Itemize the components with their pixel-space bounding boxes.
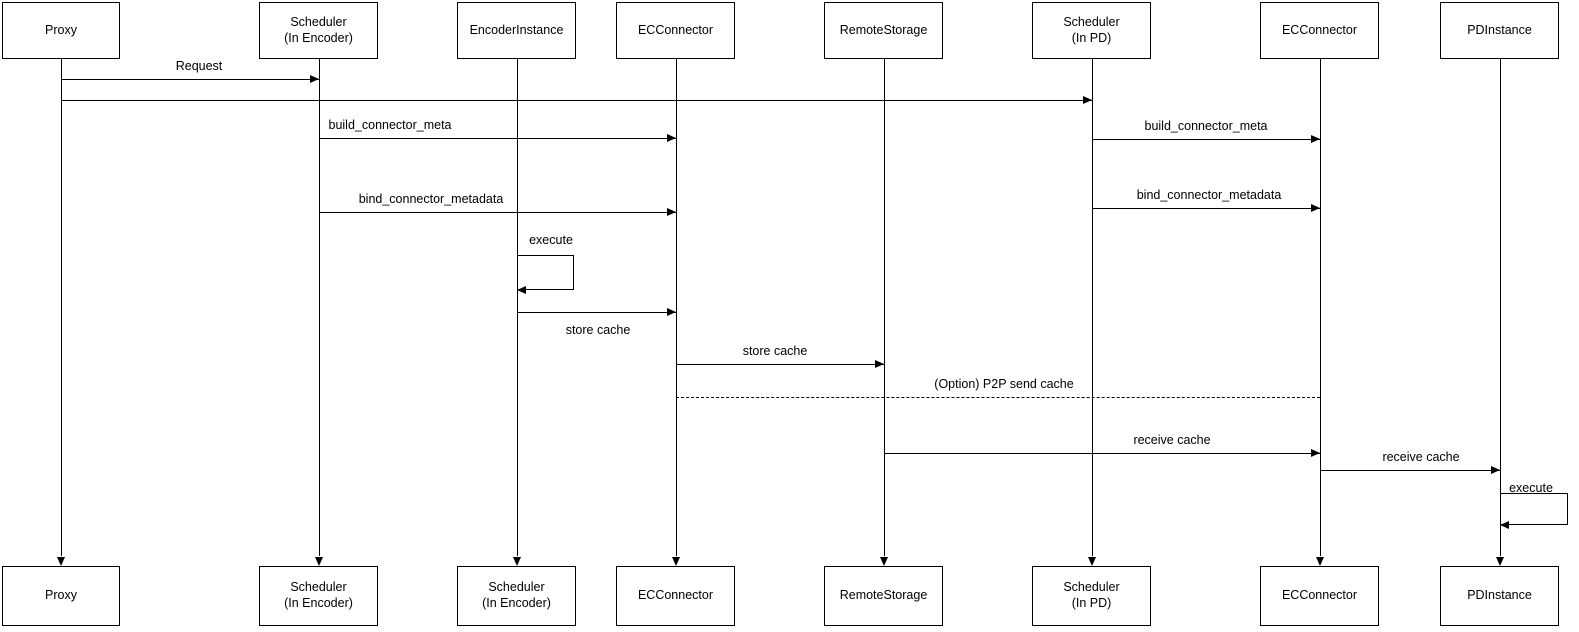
lifeline-remote: [884, 59, 885, 556]
participant-footer-box-sched_enc_f2[interactable]: Scheduler (In Encoder): [457, 566, 576, 626]
participant-box-pd_inst[interactable]: PDInstance: [1440, 2, 1559, 59]
lifeline-end-arrow-remote_f: [879, 557, 888, 566]
lifeline-proxy: [61, 59, 62, 556]
message-line-m10[interactable]: [884, 453, 1320, 454]
participant-box-encoder_inst[interactable]: EncoderInstance: [457, 2, 576, 59]
message-arrowhead-m8: [875, 360, 884, 368]
self-message-loop-s2[interactable]: [1500, 493, 1568, 525]
message-line-m5[interactable]: [319, 212, 676, 213]
message-label-m4: build_connector_meta: [1144, 119, 1268, 133]
participant-box-ecconn_b[interactable]: ECConnector: [1260, 2, 1379, 59]
message-line-m6[interactable]: [1092, 208, 1320, 209]
lifeline-ecconn_a: [676, 59, 677, 556]
message-arrowhead-m3: [667, 134, 676, 142]
lifeline-pd_inst: [1500, 59, 1501, 556]
participant-box-remote[interactable]: RemoteStorage: [824, 2, 943, 59]
lifeline-ecconn_b: [1320, 59, 1321, 556]
self-message-arrowhead-s1: [517, 286, 526, 294]
lifeline-sched_pd: [1092, 59, 1093, 556]
participant-box-ecconn_a[interactable]: ECConnector: [616, 2, 735, 59]
message-line-m4[interactable]: [1092, 139, 1320, 140]
message-line-m8[interactable]: [676, 364, 884, 365]
message-line-m7[interactable]: [517, 312, 676, 313]
lifeline-end-arrow-ecconn_b_f: [1315, 557, 1324, 566]
message-label-m8: store cache: [742, 344, 808, 358]
message-line-m2[interactable]: [61, 100, 1092, 101]
self-message-label-s2: execute: [1509, 481, 1553, 495]
message-arrowhead-m11: [1491, 466, 1500, 474]
lifeline-end-arrow-sched_pd_f: [1087, 557, 1096, 566]
message-arrowhead-m5: [667, 208, 676, 216]
participant-footer-box-sched_enc_f[interactable]: Scheduler (In Encoder): [259, 566, 378, 626]
self-message-arrowhead-s2: [1500, 521, 1509, 529]
message-arrowhead-m2: [1083, 96, 1092, 104]
participant-footer-box-ecconn_b_f[interactable]: ECConnector: [1260, 566, 1379, 626]
message-line-m11[interactable]: [1320, 470, 1500, 471]
participant-footer-box-pd_inst_f[interactable]: PDInstance: [1440, 566, 1559, 626]
participant-footer-box-proxy_f[interactable]: Proxy: [2, 566, 120, 626]
participant-box-proxy[interactable]: Proxy: [2, 2, 120, 59]
participant-footer-box-ecconn_a_f[interactable]: ECConnector: [616, 566, 735, 626]
message-label-m6: bind_connector_metadata: [1136, 188, 1282, 202]
participant-footer-box-remote_f[interactable]: RemoteStorage: [824, 566, 943, 626]
lifeline-encoder_inst: [517, 59, 518, 556]
message-label-m5: bind_connector_metadata: [358, 192, 504, 206]
message-arrowhead-m4: [1311, 135, 1320, 143]
message-label-m9: (Option) P2P send cache: [934, 377, 1074, 391]
self-message-label-s1: execute: [529, 233, 573, 247]
lifeline-end-arrow-sched_enc_f2: [512, 557, 521, 566]
message-label-m3: build_connector_meta: [328, 118, 452, 132]
message-line-m9[interactable]: [676, 397, 1320, 398]
participant-footer-box-sched_pd_f[interactable]: Scheduler (In PD): [1032, 566, 1151, 626]
participant-box-sched_pd[interactable]: Scheduler (In PD): [1032, 2, 1151, 59]
message-line-m3[interactable]: [319, 138, 676, 139]
message-arrowhead-m10: [1311, 449, 1320, 457]
message-label-m10: receive cache: [1133, 433, 1211, 447]
message-label-m11: receive cache: [1382, 450, 1460, 464]
message-arrowhead-m7: [667, 308, 676, 316]
message-label-m1: Request: [175, 59, 223, 73]
lifeline-sched_enc: [319, 59, 320, 556]
lifeline-end-arrow-sched_enc_f: [314, 557, 323, 566]
message-label-m7: store cache: [565, 323, 631, 337]
participant-box-sched_enc[interactable]: Scheduler (In Encoder): [259, 2, 378, 59]
lifeline-end-arrow-ecconn_a_f: [671, 557, 680, 566]
message-arrowhead-m6: [1311, 204, 1320, 212]
message-line-m1[interactable]: [61, 79, 319, 80]
message-arrowhead-m1: [310, 75, 319, 83]
self-message-loop-s1[interactable]: [517, 255, 574, 290]
lifeline-end-arrow-proxy_f: [56, 557, 65, 566]
lifeline-end-arrow-pd_inst_f: [1495, 557, 1504, 566]
